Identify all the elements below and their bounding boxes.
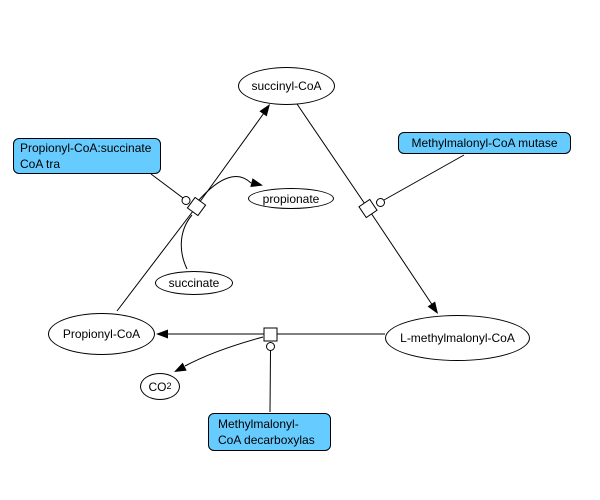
- species-label: propionate: [262, 191, 320, 206]
- enzyme-label-line2: CoA decarboxylas: [218, 433, 315, 447]
- arrowhead-into-co2: [174, 362, 187, 372]
- species-node-l-methylmalonyl-coa[interactable]: L-methylmalonyl-CoA: [385, 315, 530, 361]
- species-label-subscript: 2: [166, 381, 172, 391]
- arrowhead-into-propionate: [250, 178, 263, 187]
- enzyme-label-line2: CoA tra: [20, 157, 61, 171]
- species-label: L-methylmalonyl-CoA: [400, 331, 515, 345]
- species-node-propionyl-coa[interactable]: Propionyl-CoA: [48, 313, 155, 355]
- connector-decarboxylase: [269, 350, 271, 413]
- species-node-propionate[interactable]: propionate: [248, 188, 334, 209]
- enzyme-label: Methylmalonyl-CoA mutase: [411, 136, 558, 150]
- enzyme-label-line1: Methylmalonyl-: [218, 417, 299, 431]
- port-circle-mutase[interactable]: [376, 198, 385, 207]
- connector-transferase: [150, 173, 184, 199]
- enzyme-label-line1: Propionyl-CoA:succinate: [20, 141, 152, 155]
- species-node-succinate[interactable]: succinate: [155, 271, 233, 295]
- species-label: CO: [148, 379, 167, 394]
- edge-to-co2: [184, 336, 264, 367]
- species-label: succinyl-CoA: [251, 79, 322, 93]
- enzyme-box-methylmalonyl-coa-decarboxylase[interactable]: Methylmalonyl- CoA decarboxylas: [208, 413, 331, 451]
- enzyme-box-methylmalonyl-coa-mutase[interactable]: Methylmalonyl-CoA mutase: [398, 132, 571, 154]
- arrowhead-into-lmethylmalonyl: [427, 301, 438, 314]
- enzyme-box-propionyl-coa-succinate-coa-transferase[interactable]: Propionyl-CoA:succinate CoA tra: [13, 138, 161, 174]
- species-label: Propionyl-CoA: [62, 327, 141, 341]
- arrowhead-into-propionyl: [156, 329, 168, 339]
- reaction-node-transferase[interactable]: [186, 196, 207, 217]
- edge-from-succinate: [180, 214, 193, 270]
- reaction-node-mutase[interactable]: [358, 198, 378, 219]
- species-node-succinyl-coa[interactable]: succinyl-CoA: [238, 67, 335, 105]
- reaction-node-decarboxylase[interactable]: [263, 327, 278, 342]
- port-circle-transferase[interactable]: [181, 196, 191, 205]
- port-circle-decarboxylase[interactable]: [266, 342, 275, 351]
- arrowhead-into-succinyl: [259, 104, 270, 117]
- edge-to-propionate: [197, 176, 252, 202]
- species-label: succinate: [168, 276, 220, 290]
- connector-mutase: [383, 154, 465, 201]
